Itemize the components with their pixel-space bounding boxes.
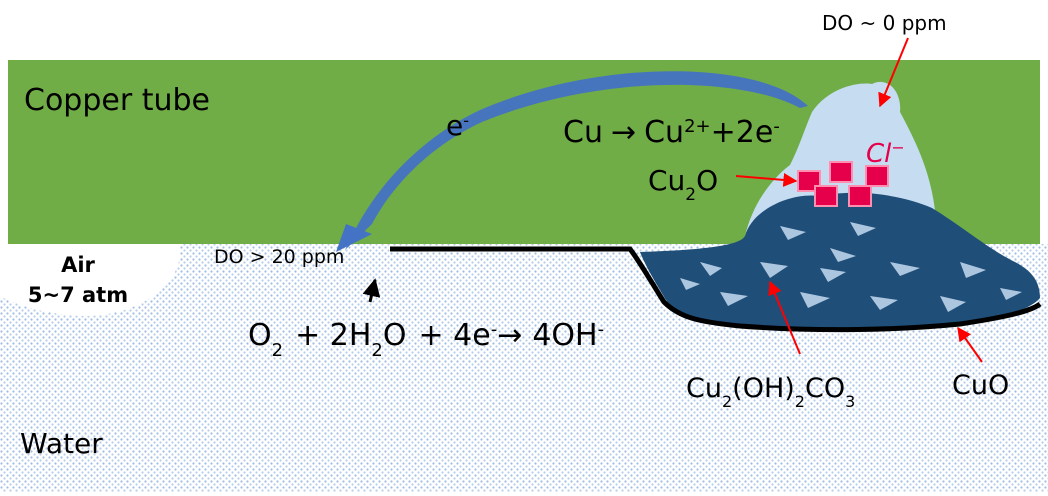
anodic-reaction: Cu→Cu2++2e- xyxy=(563,115,780,150)
copper-tube-label: Copper tube xyxy=(24,83,210,118)
cuo-pointer xyxy=(957,326,983,363)
air-pressure-label: 5~7 atm xyxy=(28,283,128,307)
cu2o-label: Cu2O xyxy=(648,164,718,205)
cu2o-pointer xyxy=(735,172,798,187)
do-top-label: DO ~ 0 ppm xyxy=(822,11,947,35)
do-surface-label: DO > 20 ppm xyxy=(214,246,344,268)
electron-flow-arrow xyxy=(345,71,808,250)
cuo-label: CuO xyxy=(952,370,1009,401)
cu2o-crystals xyxy=(797,161,889,207)
cathodic-reaction: O2+ 2H2O+ 4e-→4OH- xyxy=(248,318,604,361)
air-bubble xyxy=(0,244,181,317)
malachite-label: Cu2(OH)2CO3 xyxy=(686,373,855,411)
metal-surface-line xyxy=(390,246,1042,333)
chloride-label: Cl− xyxy=(866,138,905,170)
deposit-texture xyxy=(680,222,1022,312)
electron-label: e- xyxy=(446,109,469,142)
malachite-pointer xyxy=(768,280,801,355)
electron-arrow-head xyxy=(336,224,372,252)
air-label: Air xyxy=(61,253,95,277)
do-top-pointer xyxy=(878,37,909,108)
cathodic-pointer xyxy=(362,278,381,303)
water-label: Water xyxy=(20,427,103,460)
